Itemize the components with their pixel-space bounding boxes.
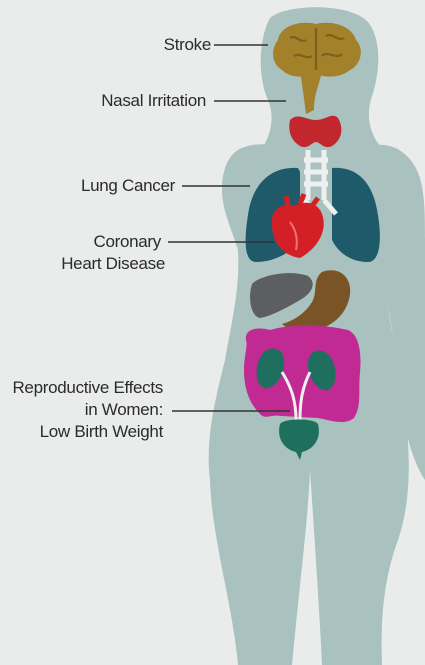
label-reproductive-effects: Reproductive Effects in Women: Low Birth… <box>12 377 163 443</box>
label-repro-line-2: in Women: <box>12 399 163 421</box>
label-nasal-text: Nasal Irritation <box>101 90 206 112</box>
label-heart-disease: Coronary Heart Disease <box>57 231 161 275</box>
label-stroke-text: Stroke <box>164 34 211 56</box>
label-repro-line-3: Low Birth Weight <box>12 421 163 443</box>
label-stroke: Stroke <box>164 34 211 56</box>
label-repro-line-1: Reproductive Effects <box>12 377 163 399</box>
label-lung-cancer: Lung Cancer <box>81 175 175 197</box>
label-heart-line-2: Heart Disease <box>61 253 165 275</box>
label-lung-text: Lung Cancer <box>81 175 175 197</box>
label-nasal-irritation: Nasal Irritation <box>101 90 206 112</box>
label-heart-line-1: Coronary <box>57 231 161 253</box>
